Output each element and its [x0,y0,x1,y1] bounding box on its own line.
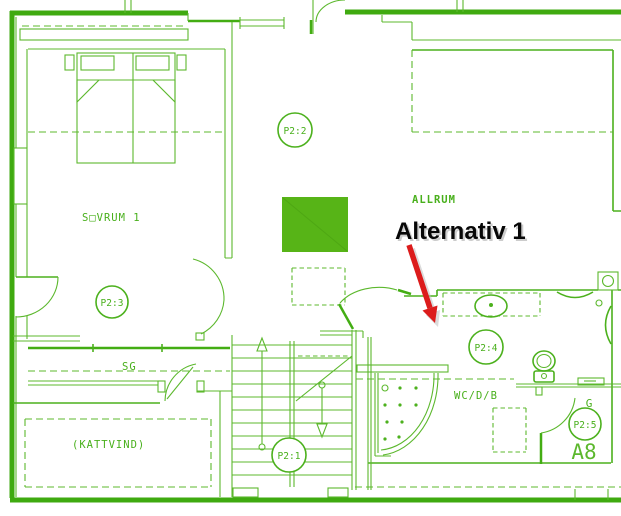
bathroom: WC/D/B G A8 [356,271,621,490]
point-marker-p2-1: P2:1 [271,437,307,473]
bottom-strip [355,486,621,500]
outer-walls [9,0,621,503]
red-arrow [406,244,438,323]
stair-direction-up [256,336,268,451]
annotation-title: Alternativ 1 [395,218,526,245]
bathroom-entry-door [337,286,412,330]
svg-text:P2:4: P2:4 [475,343,498,354]
svg-text:P2:3: P2:3 [101,298,124,309]
alternative-annotation: Alternativ 1 Alternativ 1 [395,218,528,327]
floor-drain-label: G [586,397,593,410]
right-door-arc [604,305,612,345]
stair-direction-down [316,381,328,439]
bench [516,377,621,396]
living-room-label: ALLRUM [412,194,456,206]
living-room: ALLRUM [282,49,621,330]
hall-door [192,258,225,341]
point-markers: P2:1 P2:2 P2:3 P2:4 P2:5 [95,112,602,473]
staircase [231,330,364,498]
shower [356,364,449,457]
point-marker-p2-2: P2:2 [277,112,313,148]
double-bed [64,52,187,164]
bedroom: S□VRUM 1 [13,22,233,342]
sheet-ref-label: A8 [571,440,596,464]
toilet [532,350,556,383]
annotation-shadow: Alternativ 1 [397,220,528,247]
duct-box [597,271,619,291]
bedroom-label: S□VRUM 1 [82,212,141,224]
cabinet-door-arc [556,291,594,299]
point-marker-p2-4: P2:4 [468,329,504,365]
svg-text:P2:5: P2:5 [574,420,597,431]
attic-room: (KATTVIND) [13,390,232,497]
svg-text:P2:2: P2:2 [284,126,307,137]
washbasin [442,292,541,318]
sg-label: SG [122,361,137,373]
attic-label: (KATTVIND) [72,439,145,451]
point-marker-p2-5: P2:5 [568,407,602,441]
bathroom-label: WC/D/B [454,390,498,402]
svg-text:P2:1: P2:1 [278,451,301,462]
wc-door [539,397,576,464]
wardrobe-corridor: SG [28,344,230,402]
point-marker-p2-3: P2:3 [95,285,129,319]
bedroom-door [15,276,59,318]
